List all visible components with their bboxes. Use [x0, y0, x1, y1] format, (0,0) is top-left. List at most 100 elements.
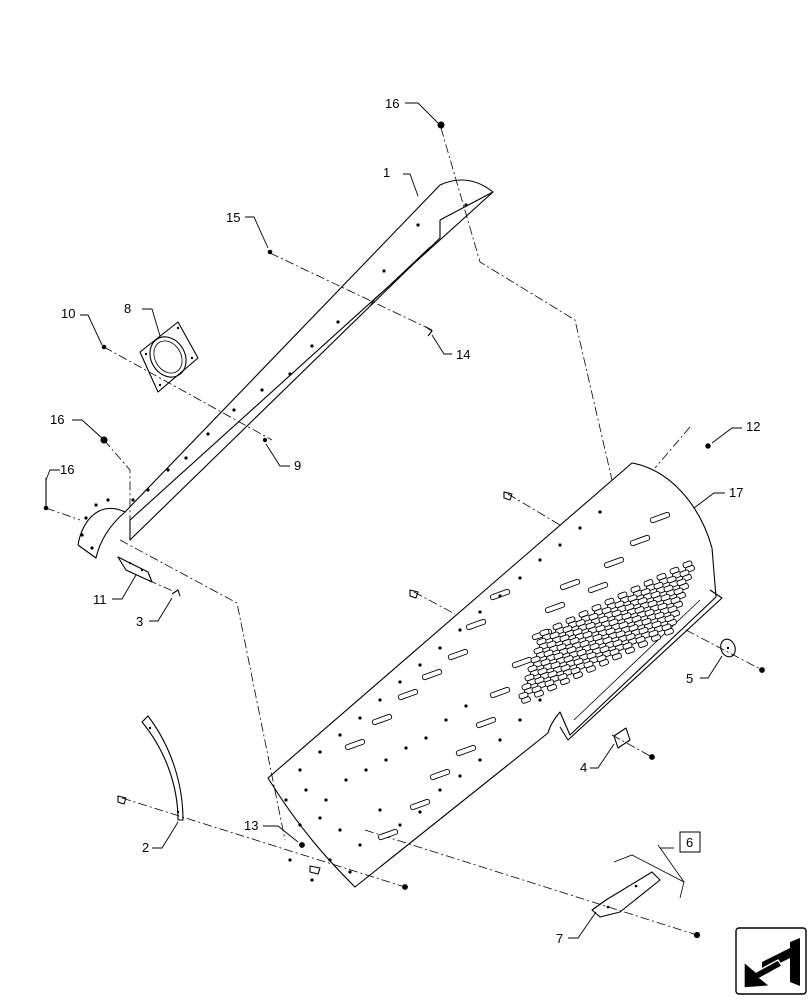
- part-13-bolt: [309, 865, 321, 875]
- callout-17: 17: [729, 485, 743, 500]
- screen-slot: [586, 665, 596, 673]
- callout-14: 14: [456, 347, 470, 362]
- screen-hole: [418, 810, 422, 814]
- screen-hole: [498, 738, 502, 742]
- screen-slot: [664, 628, 674, 636]
- screen-hole: [418, 663, 422, 667]
- part-2-bolt: [117, 795, 127, 805]
- screen-hole: [538, 558, 542, 562]
- screen-slot: [397, 688, 419, 701]
- screen-slot: [475, 716, 497, 729]
- screen-hole: [338, 828, 342, 832]
- part-1-upper-rail: [77, 179, 494, 559]
- screen-slot: [629, 534, 651, 547]
- part-9-bolt: [262, 437, 268, 443]
- screen-hole: [298, 768, 302, 772]
- part-17-screen: [267, 462, 723, 888]
- hardware-items: [43, 121, 765, 939]
- screen-hole: [598, 510, 602, 514]
- screen-slot: [649, 511, 671, 524]
- screen-slot: [489, 686, 511, 699]
- callout-15: 15: [226, 210, 240, 225]
- callout-4: 4: [580, 760, 587, 775]
- callout-1: 1: [383, 165, 390, 180]
- part-13-nut: [299, 842, 305, 848]
- part-7-nut: [693, 931, 701, 939]
- screen-hole: [478, 758, 482, 762]
- screen-hole: [404, 746, 408, 750]
- part-11-bracket: [117, 556, 153, 583]
- part-7-plate: [591, 871, 661, 918]
- screen-hole: [518, 576, 522, 580]
- part-6-outline: [613, 844, 685, 899]
- callout-6-box: [679, 831, 701, 853]
- rail-holes: [80, 203, 468, 550]
- callout-13: 13: [244, 818, 258, 833]
- screen-hole: [318, 816, 322, 820]
- arrow-navigation-icon[interactable]: [735, 927, 807, 995]
- screen-hole: [284, 798, 288, 802]
- screen-hole: [378, 698, 382, 702]
- assembly-centerlines: [45, 127, 763, 936]
- screen-hole: [444, 718, 448, 722]
- callout-6: 6: [686, 835, 693, 850]
- screen-hole: [438, 646, 442, 650]
- screen-hole: [318, 750, 322, 754]
- screen-hole: [348, 870, 352, 874]
- screen-slots: [344, 511, 695, 841]
- callout-5: 5: [686, 671, 693, 686]
- callout-7: 7: [556, 931, 563, 946]
- screen-slot: [344, 738, 366, 751]
- screen-hole: [464, 704, 468, 708]
- callout-16-far-left: 16: [60, 462, 74, 477]
- screen-hole: [424, 736, 428, 740]
- screen-slot: [560, 677, 570, 686]
- screen-slot: [625, 646, 635, 655]
- screen-hole: [310, 878, 314, 882]
- screen-hole: [498, 594, 502, 598]
- screen-hole: [458, 628, 462, 632]
- screen-slot: [587, 581, 609, 594]
- callout-8: 8: [124, 301, 131, 316]
- screen-slot: [429, 768, 451, 781]
- screen-hole: [328, 858, 332, 862]
- part-3-bolt: [171, 589, 181, 597]
- callout-3: 3: [136, 614, 143, 629]
- screen-hole: [378, 808, 382, 812]
- screen-hole: [324, 798, 328, 802]
- part-4-nut: [649, 754, 655, 760]
- screen-slot: [573, 671, 583, 679]
- part-10-bolt: [101, 344, 107, 350]
- part-8-flange: [139, 321, 199, 393]
- part-4-plate: [613, 727, 631, 749]
- screen-hole: [478, 610, 482, 614]
- screen-slot: [651, 634, 661, 642]
- screen-hole: [338, 733, 342, 737]
- screen-slot: [547, 683, 557, 692]
- part-15-bolt: [267, 249, 273, 255]
- leader-lines: [45, 102, 742, 939]
- callout-16-top: 16: [385, 96, 399, 111]
- callout-10: 10: [61, 306, 75, 321]
- bolt-head: [43, 505, 49, 511]
- screen-hole: [578, 526, 582, 530]
- screen-nut-bottom: [402, 884, 408, 890]
- screen-hole: [364, 768, 368, 772]
- screen-slot: [465, 618, 487, 631]
- screen-slot: [371, 713, 393, 726]
- screen-slot: [638, 640, 648, 648]
- screen-hole: [438, 788, 442, 792]
- part-14-clip: [425, 326, 433, 337]
- screen-hole: [298, 823, 302, 827]
- screen-hole: [344, 778, 348, 782]
- screen-hole: [458, 774, 462, 778]
- screen-bolt-2: [409, 589, 419, 599]
- screen-hole: [398, 680, 402, 684]
- part-5-washer: [720, 638, 736, 658]
- screen-slot: [421, 668, 443, 681]
- screen-bolt-1: [503, 491, 513, 501]
- screen-hole: [384, 758, 388, 762]
- screen-slot: [447, 648, 469, 661]
- callout-16-left: 16: [50, 412, 64, 427]
